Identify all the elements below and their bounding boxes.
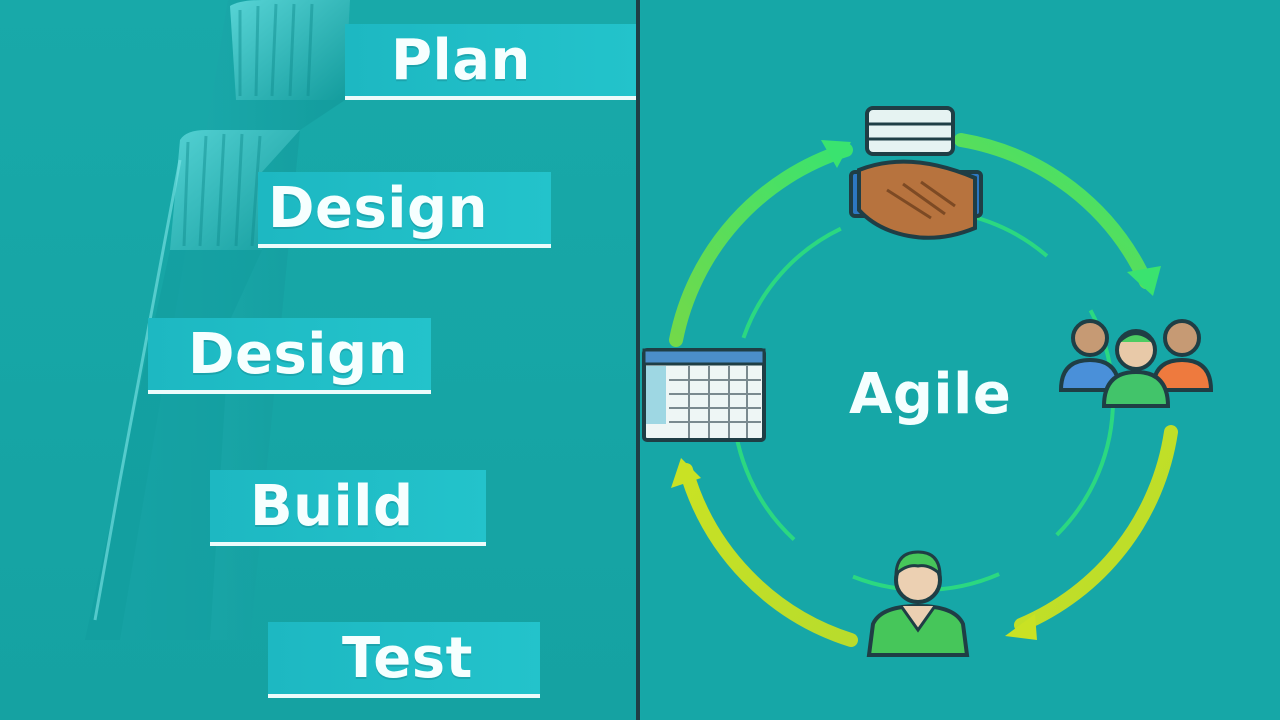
waterfall-step-second-stripes: [182, 133, 262, 247]
arrow-right-top: [954, 133, 1153, 289]
arrow-left-bottom: [679, 463, 858, 647]
stage-design-second: Design: [148, 318, 431, 394]
handshake-icon: [849, 106, 983, 240]
agile-panel: Agile: [641, 0, 1280, 720]
panel-divider: [636, 0, 640, 720]
arrow-head-left-bottom: [671, 458, 701, 488]
stage-plan: Plan: [345, 24, 636, 100]
team-icon: [1058, 319, 1214, 408]
spreadsheet-icon: [642, 348, 766, 442]
waterfall-panel: Plan Design Design Build Test: [0, 0, 637, 720]
waterfall-step-top: [230, 0, 350, 100]
arrow-left-top: [669, 143, 853, 347]
waterfall-step-top-stripes: [238, 3, 314, 97]
agile-cycle: [642, 106, 1214, 657]
stage-build: Build: [210, 470, 486, 546]
arrow-right-bottom: [1014, 425, 1178, 632]
stage-design: Design: [258, 172, 551, 248]
arrow-head-right-top: [1127, 266, 1161, 296]
waterfall-highlight: [93, 159, 182, 621]
support-agent-icon: [866, 550, 970, 657]
stage-test: Test: [268, 622, 540, 698]
waterfall-step-second: [170, 130, 300, 250]
arrow-head-left-top: [821, 140, 851, 168]
agile-title: Agile: [849, 362, 1012, 427]
arrow-head-right-bottom: [1005, 614, 1037, 640]
